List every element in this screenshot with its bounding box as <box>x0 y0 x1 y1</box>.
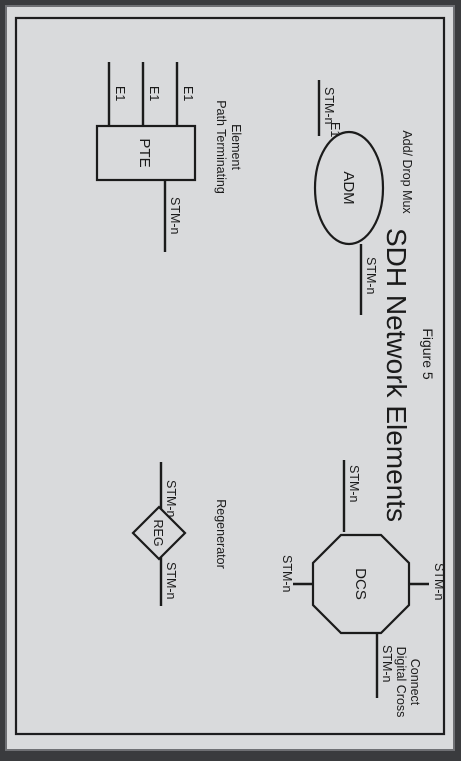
reg-left-label: STM-n <box>164 480 178 518</box>
slide-frame <box>14 16 446 736</box>
dcs-bottom-label: STM-n <box>432 563 446 601</box>
dcs-box-label: DCS <box>352 568 369 600</box>
pte-input-label-3: E1 <box>181 86 195 101</box>
regenerator-element: STM-n STM-n REG Regenerator <box>131 462 228 606</box>
pte-input-label-2: E1 <box>147 86 161 101</box>
dcs-octagon <box>311 533 411 635</box>
pte-caption-line-1: Path Terminating <box>214 100 228 194</box>
dcs-top-label: STM-n <box>280 555 294 593</box>
figure-caption: Figure 5 <box>420 328 436 380</box>
adm-element: STM-n E1 E1 E1 ADM STM-n Add/ Drop Mux <box>313 80 414 315</box>
adm-box-label: ADM <box>340 171 357 204</box>
pte-element: E1 E1 E1 PTE STM-n Path Terminating Elem… <box>95 62 243 252</box>
dcs-left-label: STM-n <box>347 465 361 503</box>
dcs-caption-line-1: Digital Cross <box>394 647 408 718</box>
reg-diamond <box>131 505 187 561</box>
adm-right-label: STM-n <box>364 257 378 295</box>
reg-right-label: STM-n <box>164 562 178 600</box>
reg-box-label: REG <box>151 519 165 546</box>
adm-left-label: STM-n <box>322 87 336 125</box>
reg-caption: Regenerator <box>214 499 228 569</box>
pte-output-label: STM-n <box>168 197 182 235</box>
pte-box <box>95 124 197 182</box>
dcs-element: STM-n STM-n DCS STM-n STM-n Digital Cros… <box>280 460 446 717</box>
rotated-slide: SDH Network Elements E1 E1 E1 PTE STM-n … <box>95 62 446 717</box>
dcs-right-label: STM-n <box>380 645 394 683</box>
adm-caption: Add/ Drop Mux <box>400 130 414 214</box>
pte-caption-line-2: Element <box>229 124 243 170</box>
adm-ellipse <box>313 130 385 246</box>
dcs-caption-line-2: Connect <box>408 659 422 706</box>
page-title: SDH Network Elements <box>381 228 412 522</box>
pte-input-label-1: E1 <box>113 86 127 101</box>
pte-box-label: PTE <box>136 138 153 167</box>
